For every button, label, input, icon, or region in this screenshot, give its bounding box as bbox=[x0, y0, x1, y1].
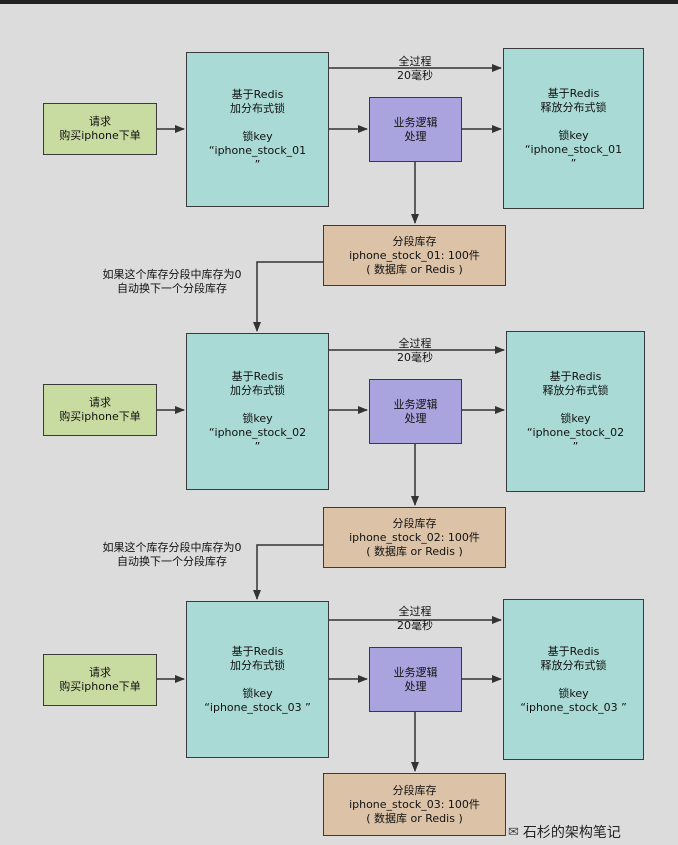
acquire-lock-box-3: 基于Redis 加分布式锁 锁key “iphone_stock_03 ” bbox=[186, 601, 329, 758]
release-lock-box-2: 基于Redis 释放分布式锁 锁key “iphone_stock_02 ” bbox=[506, 331, 645, 492]
acquire-lock-box-2: 基于Redis 加分布式锁 锁key “iphone_stock_02 ” bbox=[186, 333, 329, 490]
business-logic-box-1: 业务逻辑 处理 bbox=[369, 97, 462, 162]
duration-label-1: 全过程 20毫秒 bbox=[397, 55, 433, 82]
switch-note-2: 如果这个库存分段中库存为0 自动换下一个分段库存 bbox=[102, 541, 242, 568]
business-logic-box-2: 业务逻辑 处理 bbox=[369, 379, 462, 444]
duration-label-3: 全过程 20毫秒 bbox=[397, 605, 433, 632]
switch-note-1: 如果这个库存分段中库存为0 自动换下一个分段库存 bbox=[102, 268, 242, 295]
arrow-switch-2 bbox=[253, 544, 323, 600]
watermark: ✉ 石杉的架构笔记 bbox=[508, 822, 621, 842]
top-bar bbox=[0, 0, 678, 4]
stock-segment-box-2: 分段库存 iphone_stock_02: 100件 ( 数据库 or Redi… bbox=[323, 507, 506, 568]
release-lock-box-1: 基于Redis 释放分布式锁 锁key “iphone_stock_01 ” bbox=[503, 48, 644, 209]
stock-segment-box-1: 分段库存 iphone_stock_01: 100件 ( 数据库 or Redi… bbox=[323, 225, 506, 286]
arrow-switch-1 bbox=[253, 261, 323, 332]
business-logic-box-3: 业务逻辑 处理 bbox=[369, 647, 462, 712]
acquire-lock-box-1: 基于Redis 加分布式锁 锁key “iphone_stock_01 ” bbox=[186, 52, 329, 207]
watermark-text: 石杉的架构笔记 bbox=[522, 825, 621, 841]
request-box-3: 请求 购买iphone下单 bbox=[43, 654, 157, 706]
request-box-2: 请求 购买iphone下单 bbox=[43, 384, 157, 436]
release-lock-box-3: 基于Redis 释放分布式锁 锁key “iphone_stock_03 ” bbox=[503, 599, 644, 760]
request-box-1: 请求 购买iphone下单 bbox=[43, 103, 157, 155]
stock-segment-box-3: 分段库存 iphone_stock_03: 100件 ( 数据库 or Redi… bbox=[323, 773, 506, 836]
wechat-icon: ✉ bbox=[508, 824, 519, 840]
duration-label-2: 全过程 20毫秒 bbox=[397, 337, 433, 364]
